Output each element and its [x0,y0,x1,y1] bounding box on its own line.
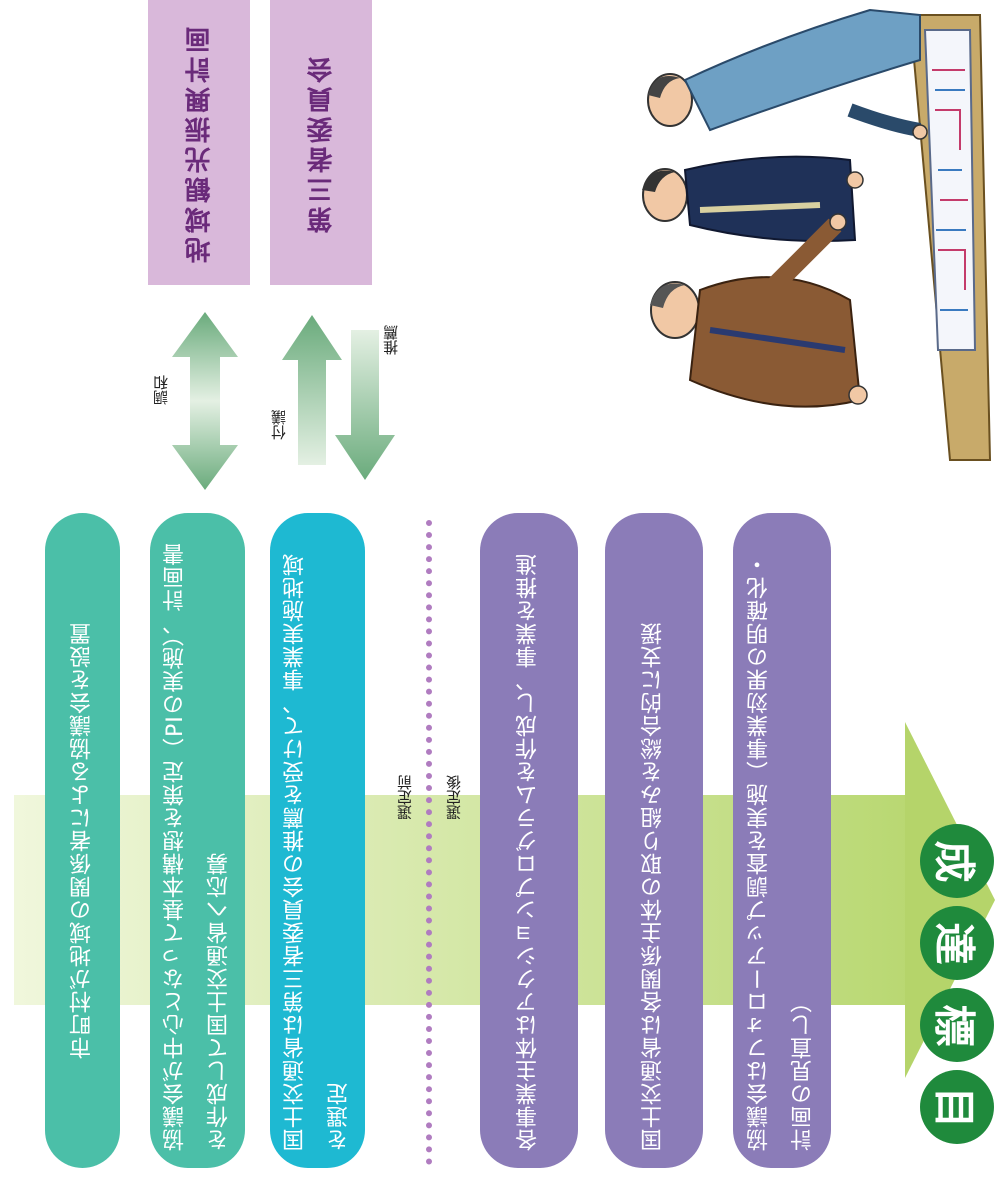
step-5-text: 国土交通省は各関係主体の取り組みを総合的に支援 [641,621,666,1151]
step-3: 国土交通省は第三者委員会の推薦を受けて、事業実施地域を選定 [270,513,365,1168]
selection-divider [426,520,432,1165]
step-3-text: 国土交通省は第三者委員会の推薦を受けて、事業実施地域を選定 [282,552,352,1151]
harmony-label: 調和 [152,375,170,405]
step-6: 協議会はフォローアップ調査を実施（事業効果の明確化・計画の見直し） [733,513,831,1168]
step-1: 市町村が地域の関係者による協議会を設置 [45,513,120,1168]
goal-char-3: 達 [920,906,994,980]
label-before-selection: 選定前 [396,775,414,820]
goal-char-2-text: 標 [929,1003,979,1047]
goal-char-4: 成 [920,824,994,898]
step-5: 国土交通省は各関係主体の取り組みを総合的に支援 [605,513,703,1168]
step-4-text: 各事業主体はアクションプログラムを作成し、事業を推進 [516,552,541,1151]
regional-tourism-plan-box: 地域観光振興計画 [148,0,250,285]
flow-arrow-head [905,722,995,1078]
recommend-arrow [335,330,395,480]
label-after-selection: 選定後 [445,775,463,820]
goal-char-3-text: 達 [929,921,979,965]
goal-char-4-text: 成 [929,839,979,883]
goal-char-1-text: 目 [929,1085,979,1129]
referral-arrow [282,315,342,465]
goal-char-1: 目 [920,1070,994,1144]
meeting-illustration [642,8,992,461]
step-4: 各事業主体はアクションプログラムを作成し、事業を推進 [480,513,578,1168]
harmony-double-arrow [172,312,238,490]
third-party-committee-box: 第三者委員会 [270,0,372,285]
regional-tourism-plan-label: 地域観光振興計画 [184,22,215,263]
referral-label: 付議 [270,410,288,440]
step-6-text: 協議会はフォローアップ調査を実施（事業効果の明確化・計画の見直し） [747,552,816,1151]
goal-char-2: 標 [920,988,994,1062]
step-2-text: 協議会が中心となって基本構想を策定（PIの実施）、計画書を作成して国土交通省へ応… [162,541,232,1151]
step-1-text: 市町村が地域の関係者による協議会を設置 [69,622,95,1059]
recommend-label: 推薦 [382,325,400,355]
third-party-committee-label: 第三者委員会 [306,52,337,233]
step-2: 協議会が中心となって基本構想を策定（PIの実施）、計画書を作成して国土交通省へ応… [150,513,245,1168]
